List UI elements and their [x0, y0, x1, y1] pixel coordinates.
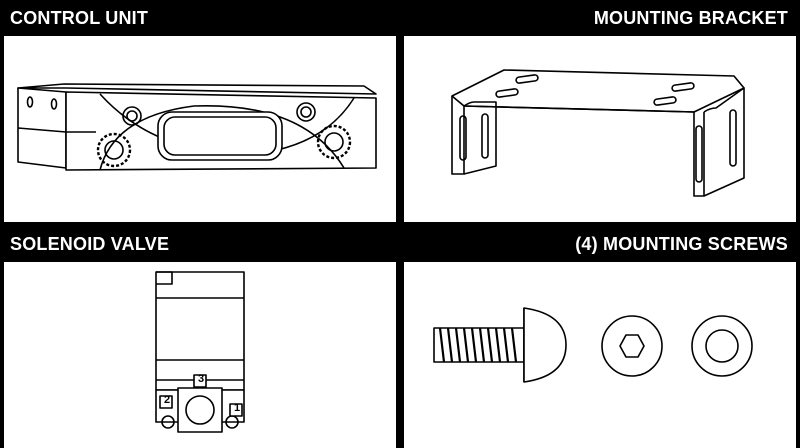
panel-solenoid-valve: SOLENOID VALVE	[4, 226, 396, 448]
control-unit-drawing	[17, 83, 377, 171]
control-unit-figure	[4, 36, 396, 222]
panel-mounting-screws: (4) MOUNTING SCREWS	[404, 226, 796, 448]
solenoid-valve-drawing	[155, 271, 245, 433]
port-label-1: 1	[233, 402, 241, 414]
port-label-2: 2	[163, 394, 171, 406]
mounting-bracket-title: MOUNTING BRACKET	[593, 8, 788, 28]
port-label-3: 3	[197, 373, 205, 385]
mounting-bracket-drawing	[451, 69, 745, 197]
mounting-screws-title: (4) MOUNTING SCREWS	[575, 234, 788, 254]
control-unit-title: CONTROL UNIT	[10, 8, 149, 28]
solenoid-valve-figure: 3 2 1	[4, 262, 396, 448]
mounting-screws-drawing	[433, 307, 753, 383]
mounting-screws-figure	[404, 262, 796, 448]
solenoid-valve-title: SOLENOID VALVE	[10, 234, 170, 254]
panel-control-unit: CONTROL UNIT	[4, 0, 396, 222]
mounting-bracket-figure	[404, 36, 796, 222]
panel-mounting-bracket: MOUNTING BRACKET	[404, 0, 796, 222]
